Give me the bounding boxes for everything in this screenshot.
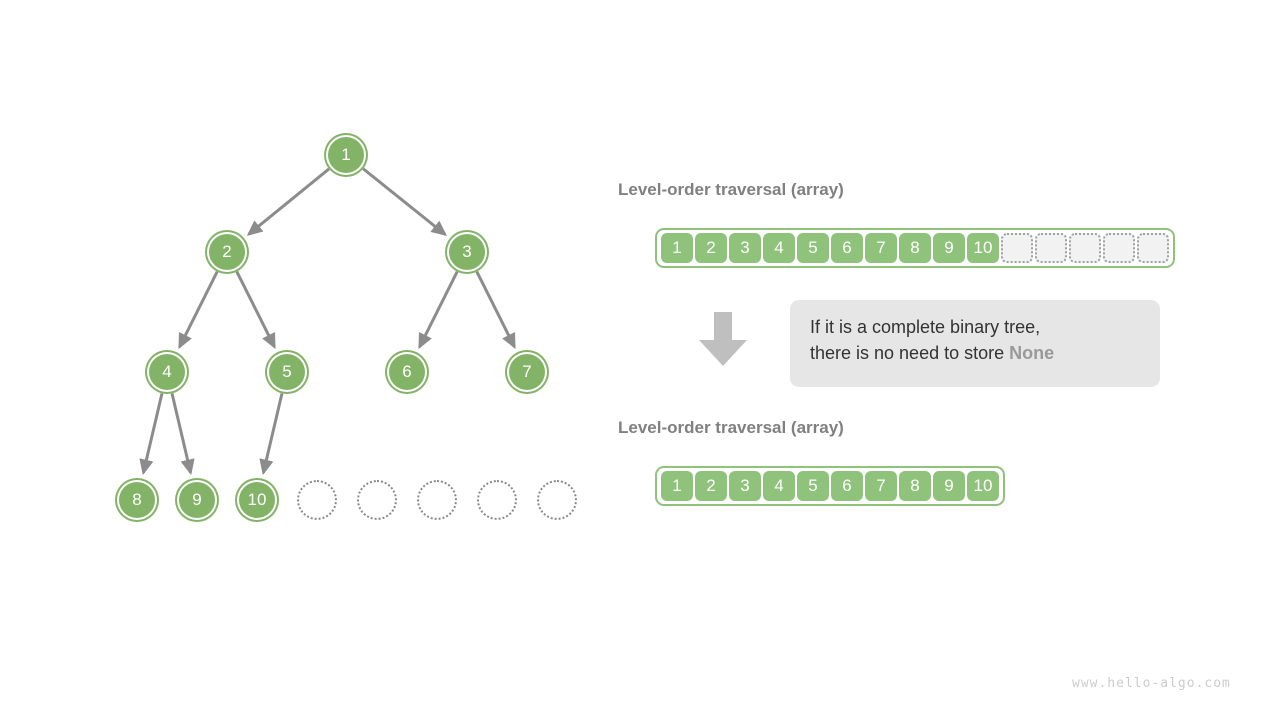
array-cell: 3 (729, 233, 761, 263)
tree-node: 3 (447, 232, 487, 272)
tree-edge (139, 393, 164, 476)
array-cell-empty (1035, 233, 1067, 263)
array-cell-empty (1001, 233, 1033, 263)
array-cell: 2 (695, 233, 727, 263)
tree-node-empty (297, 480, 337, 520)
tree-node: 6 (387, 352, 427, 392)
tree-edge (235, 271, 276, 350)
tree-node: 1 (326, 135, 366, 175)
tree-edge (362, 167, 448, 236)
array-cell: 10 (967, 233, 999, 263)
tree-edge (259, 393, 284, 476)
array-cell: 3 (729, 471, 761, 501)
array-cell: 9 (933, 471, 965, 501)
array-cell: 8 (899, 233, 931, 263)
array-cell: 6 (831, 233, 863, 263)
array-cell: 2 (695, 471, 727, 501)
callout-none-keyword: None (1009, 343, 1055, 363)
array-cell: 5 (797, 471, 829, 501)
down-arrow-icon (699, 312, 747, 366)
array-cell-empty (1137, 233, 1169, 263)
array-cell: 8 (899, 471, 931, 501)
tree-node-empty (537, 480, 577, 520)
tree-node-empty (477, 480, 517, 520)
array-cell: 4 (763, 471, 795, 501)
array-cell: 5 (797, 233, 829, 263)
array-cell: 7 (865, 233, 897, 263)
tree-edge (475, 271, 516, 350)
array-cell: 7 (865, 471, 897, 501)
tree-edge (178, 271, 219, 350)
callout-box: If it is a complete binary tree, there i… (790, 300, 1160, 387)
tree-node: 7 (507, 352, 547, 392)
array-cell: 10 (967, 471, 999, 501)
tree-node: 2 (207, 232, 247, 272)
tree-node: 5 (267, 352, 307, 392)
array-cell: 9 (933, 233, 965, 263)
array-cell: 1 (661, 471, 693, 501)
tree-node: 10 (237, 480, 277, 520)
array-compact-title: Level-order traversal (array) (618, 418, 844, 437)
array-with-none-title: Level-order traversal (array) (618, 180, 844, 199)
watermark: www.hello-algo.com (1072, 676, 1231, 691)
array-cell: 4 (763, 233, 795, 263)
tree-edge (246, 167, 330, 236)
tree-node-empty (357, 480, 397, 520)
tree-edge (170, 393, 195, 476)
array-cell-empty (1103, 233, 1135, 263)
tree-node: 9 (177, 480, 217, 520)
callout-line-2: there is no need to store None (810, 340, 1140, 366)
tree-node: 8 (117, 480, 157, 520)
callout-line-1: If it is a complete binary tree, (810, 317, 1041, 337)
tree-edge (418, 271, 459, 350)
tree-node: 4 (147, 352, 187, 392)
tree-edges (139, 167, 516, 476)
array-cell: 6 (831, 471, 863, 501)
array-cell: 1 (661, 233, 693, 263)
array-cell-empty (1069, 233, 1101, 263)
tree-node-empty (417, 480, 457, 520)
callout-line-2-text: there is no need to store (810, 343, 1010, 363)
